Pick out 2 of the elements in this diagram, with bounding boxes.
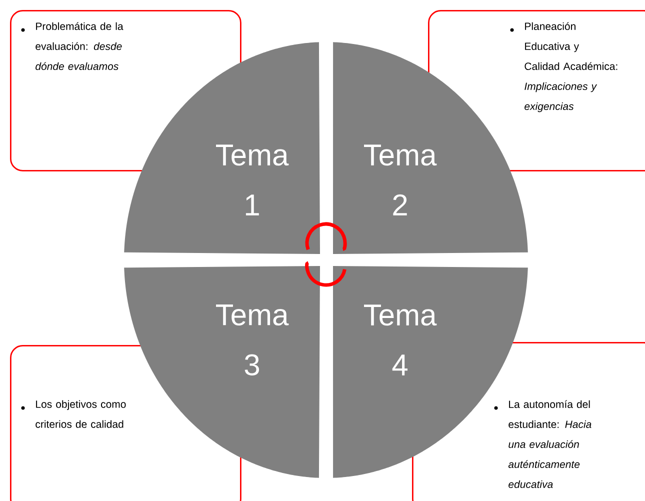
circular-arrow (305, 261, 346, 287)
quadrant: Tema 1 (124, 42, 320, 254)
